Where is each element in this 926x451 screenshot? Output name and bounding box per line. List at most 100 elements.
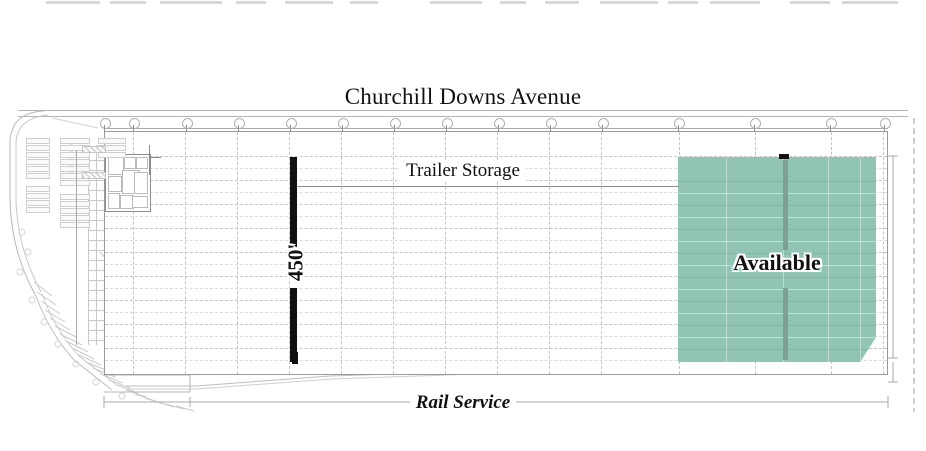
office-room <box>108 176 122 192</box>
suite-grid-line <box>678 325 876 326</box>
suite-column-line <box>783 157 784 362</box>
road-segment <box>285 1 333 4</box>
parking-stall <box>60 180 90 186</box>
bay-grid-line <box>105 324 887 325</box>
dimension-tick <box>290 125 291 132</box>
grid-bubble <box>442 118 453 129</box>
street-label-text: Churchill Downs Avenue <box>344 84 582 109</box>
bay-grid-line <box>105 312 887 313</box>
column-grid-line <box>393 132 394 374</box>
road-segment <box>350 1 378 4</box>
road-segment <box>500 1 526 4</box>
interior-demising-wall-lower <box>783 288 788 360</box>
dimension-tick <box>342 125 343 132</box>
street-road-band <box>18 110 908 117</box>
parking-stall <box>26 138 50 144</box>
trailer-storage-label: Trailer Storage <box>0 160 926 182</box>
suite-grid-line <box>678 193 876 194</box>
grid-bubble <box>598 118 609 129</box>
parking-stall <box>26 152 50 158</box>
dimension-tick <box>394 125 395 132</box>
dimension-tick <box>186 125 187 132</box>
grid-bubble <box>286 118 297 129</box>
dimension-tick <box>238 125 239 132</box>
parking-stall <box>60 215 90 221</box>
suite-grid-line <box>678 253 876 254</box>
grid-bubble <box>546 118 557 129</box>
parking-stall <box>60 222 90 228</box>
column-grid-line <box>133 132 134 374</box>
dimension-tick <box>446 125 447 132</box>
parking-stall <box>60 201 90 207</box>
bay-grid-line <box>105 240 887 241</box>
bay-grid-line <box>105 156 887 157</box>
dock-apron-line-inner <box>96 145 97 345</box>
suite-column-line <box>726 157 727 362</box>
column-grid-line <box>445 132 446 374</box>
parking-stall <box>60 152 90 158</box>
suite-grid-line <box>678 349 876 350</box>
bay-grid-line <box>105 216 887 217</box>
column-grid-line <box>549 132 550 374</box>
suite-grid-line <box>678 277 876 278</box>
top-dimension-line <box>104 128 888 129</box>
road-segment <box>790 1 830 4</box>
parking-stall <box>60 138 90 144</box>
demising-wall-bottom-mid <box>292 352 298 364</box>
road-segment <box>46 1 100 4</box>
column-grid-line <box>185 132 186 374</box>
dimension-tick <box>678 125 679 132</box>
parking-stall <box>26 145 50 151</box>
left-dimension-line <box>76 150 77 345</box>
dimension-tick <box>754 125 755 132</box>
demising-wall-450-lower <box>290 288 297 362</box>
parking-stall <box>26 159 50 165</box>
office-room <box>124 157 136 169</box>
dimension-tick <box>830 125 831 132</box>
office-room <box>132 196 148 208</box>
bay-grid-line <box>105 264 887 265</box>
truck-court-hatch <box>82 146 106 153</box>
road-segment <box>110 1 146 4</box>
suite-column-line <box>828 157 829 362</box>
grid-bubble <box>674 118 685 129</box>
parking-stall <box>60 208 90 214</box>
dimension-tick <box>104 125 105 132</box>
office-room <box>136 157 148 169</box>
bay-grid-line <box>105 360 887 361</box>
suite-grid-line <box>678 241 876 242</box>
column-grid-line <box>497 132 498 374</box>
suite-column-line <box>860 157 861 362</box>
parking-stall <box>60 166 90 172</box>
column-grid-line <box>883 132 884 374</box>
suite-grid-line <box>678 217 876 218</box>
available-suite-area[interactable] <box>678 157 876 362</box>
bay-grid-line <box>105 276 887 277</box>
dock-apron-line <box>88 145 89 345</box>
parking-stall <box>26 166 50 172</box>
demising-wall-450 <box>290 157 297 247</box>
suite-grid-line <box>678 289 876 290</box>
suite-grid-line <box>678 181 876 182</box>
demising-wall-top-right <box>779 154 789 159</box>
road-segment <box>842 1 898 4</box>
suite-grid-line <box>678 313 876 314</box>
parking-stall <box>98 152 126 158</box>
bay-grid-line <box>105 288 887 289</box>
grid-bubble <box>129 118 140 129</box>
rail-service-label-text: Rail Service <box>409 392 517 413</box>
bay-grid-line <box>105 300 887 301</box>
grid-bubble <box>338 118 349 129</box>
rail-service-label: Rail Service <box>0 392 926 414</box>
available-label[interactable]: Available <box>733 250 821 275</box>
trailer-storage-leader-line <box>297 186 679 187</box>
parking-stall <box>26 186 50 192</box>
road-segment <box>710 1 760 4</box>
column-grid-line <box>341 132 342 374</box>
parking-stall <box>26 200 50 206</box>
grid-bubble <box>100 118 111 129</box>
parking-stall <box>98 138 126 144</box>
office-room <box>108 193 120 209</box>
office-room <box>134 172 148 194</box>
